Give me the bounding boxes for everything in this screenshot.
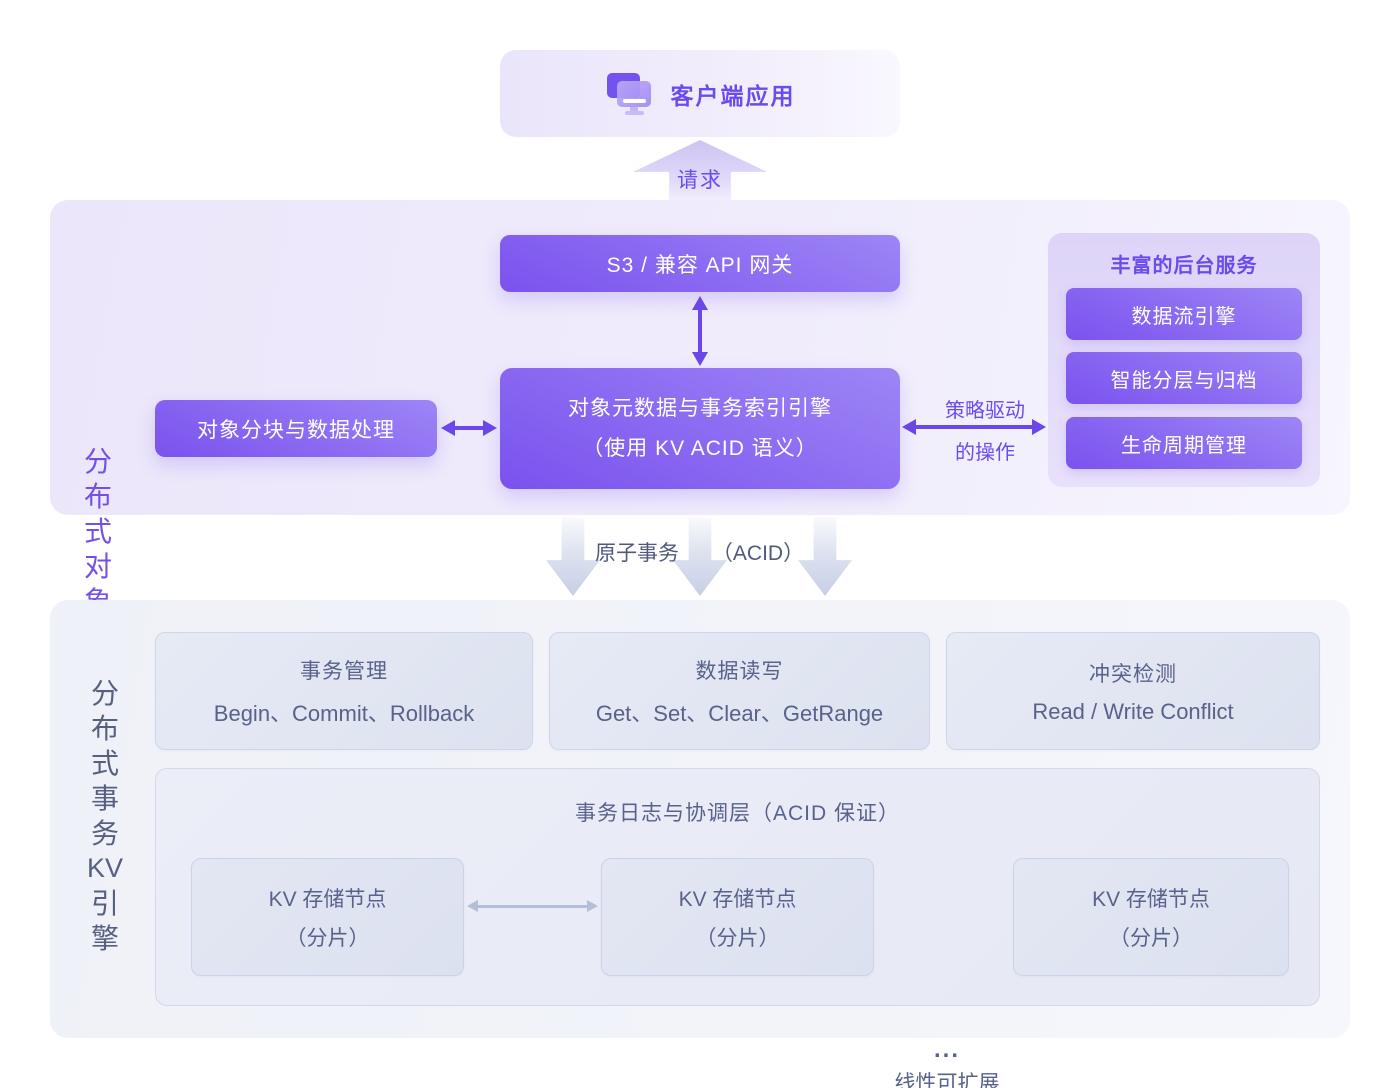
scale-out-annotation: ... 线性可扩展 [882, 1036, 1012, 1088]
feature-conflict-box: 冲突检测 Read / Write Conflict [946, 632, 1320, 750]
request-label: 请求 [677, 169, 723, 192]
service-lifecycle-box: 生命周期管理 [1066, 417, 1302, 469]
kv-node-1-line2: （分片） [285, 926, 370, 950]
monitor-icon [605, 72, 651, 115]
ellipsis-label: ... [933, 1036, 960, 1063]
kv-node-1: KV 存储节点 （分片） [191, 858, 464, 976]
service-tiering-label: 智能分层与归档 [1110, 369, 1258, 392]
kv-node-2-line1: KV 存储节点 [678, 887, 797, 911]
feature-readwrite-subtitle: Get、Set、Clear、GetRange [595, 700, 884, 726]
kv-node-1-line1: KV 存储节点 [268, 887, 387, 911]
service-dataflow-box: 数据流引擎 [1066, 288, 1302, 340]
kv-node-2-line2: （分片） [695, 926, 780, 950]
metadata-engine-box: 对象元数据与事务索引引擎 （使用 KV ACID 语义） [500, 368, 900, 489]
client-app-box: 客户端应用 [500, 50, 900, 137]
service-lifecycle-label: 生命周期管理 [1121, 434, 1247, 457]
api-gateway-label: S3 / 兼容 API 网关 [606, 253, 794, 277]
coordination-layer-box: 事务日志与协调层（ACID 保证） KV 存储节点 （分片） KV 存储节点 （… [155, 768, 1320, 1088]
client-app-label: 客户端应用 [670, 82, 796, 109]
chunk-meta-double-arrow [441, 414, 497, 442]
feature-transaction-title: 事务管理 [300, 659, 388, 683]
feature-conflict-title: 冲突检测 [1089, 662, 1177, 686]
feature-conflict-subtitle: Read / Write Conflict [1032, 698, 1234, 724]
chunking-box: 对象分块与数据处理 [155, 400, 437, 457]
object-engine-section: 分布式对象引擎 S3 / 兼容 API 网关 对象元数据与事务索引引擎 （使用 … [50, 200, 1350, 687]
kv-side-label-mid: KV [86, 853, 124, 883]
policy-label-line1: 策略驱动 [945, 400, 1025, 422]
feature-readwrite-title: 数据读写 [695, 659, 784, 683]
node-link-double-arrow [467, 895, 598, 917]
atomic-label-right: （ACID） [711, 542, 805, 565]
kv-node-2: KV 存储节点 （分片） [601, 858, 874, 976]
kv-side-label-top: 分布式事务 [90, 678, 119, 849]
api-gateway-box: S3 / 兼容 API 网关 [500, 235, 900, 292]
feature-transaction-box: 事务管理 Begin、Commit、Rollback [155, 632, 533, 750]
chunking-label: 对象分块与数据处理 [197, 418, 395, 442]
service-tiering-box: 智能分层与归档 [1066, 352, 1302, 404]
scale-out-label: 线性可扩展 [894, 1072, 1000, 1088]
coordination-layer-title: 事务日志与协调层（ACID 保证） [574, 802, 900, 825]
service-dataflow-label: 数据流引擎 [1131, 305, 1237, 328]
gateway-meta-double-arrow [683, 296, 717, 366]
kv-side-label-bottom: 引擎 [90, 888, 119, 954]
kv-engine-section: 分布式事务 KV 引擎 事务管理 Begin、Commit、Rollback 数… [50, 600, 1350, 1088]
feature-transaction-subtitle: Begin、Commit、Rollback [213, 700, 475, 726]
backend-services-title: 丰富的后台服务 [1110, 255, 1258, 277]
kv-node-3: KV 存储节点 （分片） [1013, 858, 1289, 976]
kv-node-3-line1: KV 存储节点 [1092, 887, 1210, 911]
kv-node-3-line2: （分片） [1109, 926, 1193, 950]
kv-engine-side-label: 分布式事务 KV 引擎 [83, 676, 127, 956]
policy-double-arrow [902, 413, 1046, 441]
metadata-engine-line2: （使用 KV ACID 语义） [582, 436, 818, 460]
backend-services-panel: 丰富的后台服务 数据流引擎 智能分层与归档 生命周期管理 [1048, 233, 1320, 487]
policy-label-line2: 的操作 [955, 442, 1015, 464]
feature-readwrite-box: 数据读写 Get、Set、Clear、GetRange [549, 632, 930, 750]
metadata-engine-line1: 对象元数据与事务索引引擎 [568, 396, 832, 420]
atomic-label-left: 原子事务 [595, 542, 679, 565]
